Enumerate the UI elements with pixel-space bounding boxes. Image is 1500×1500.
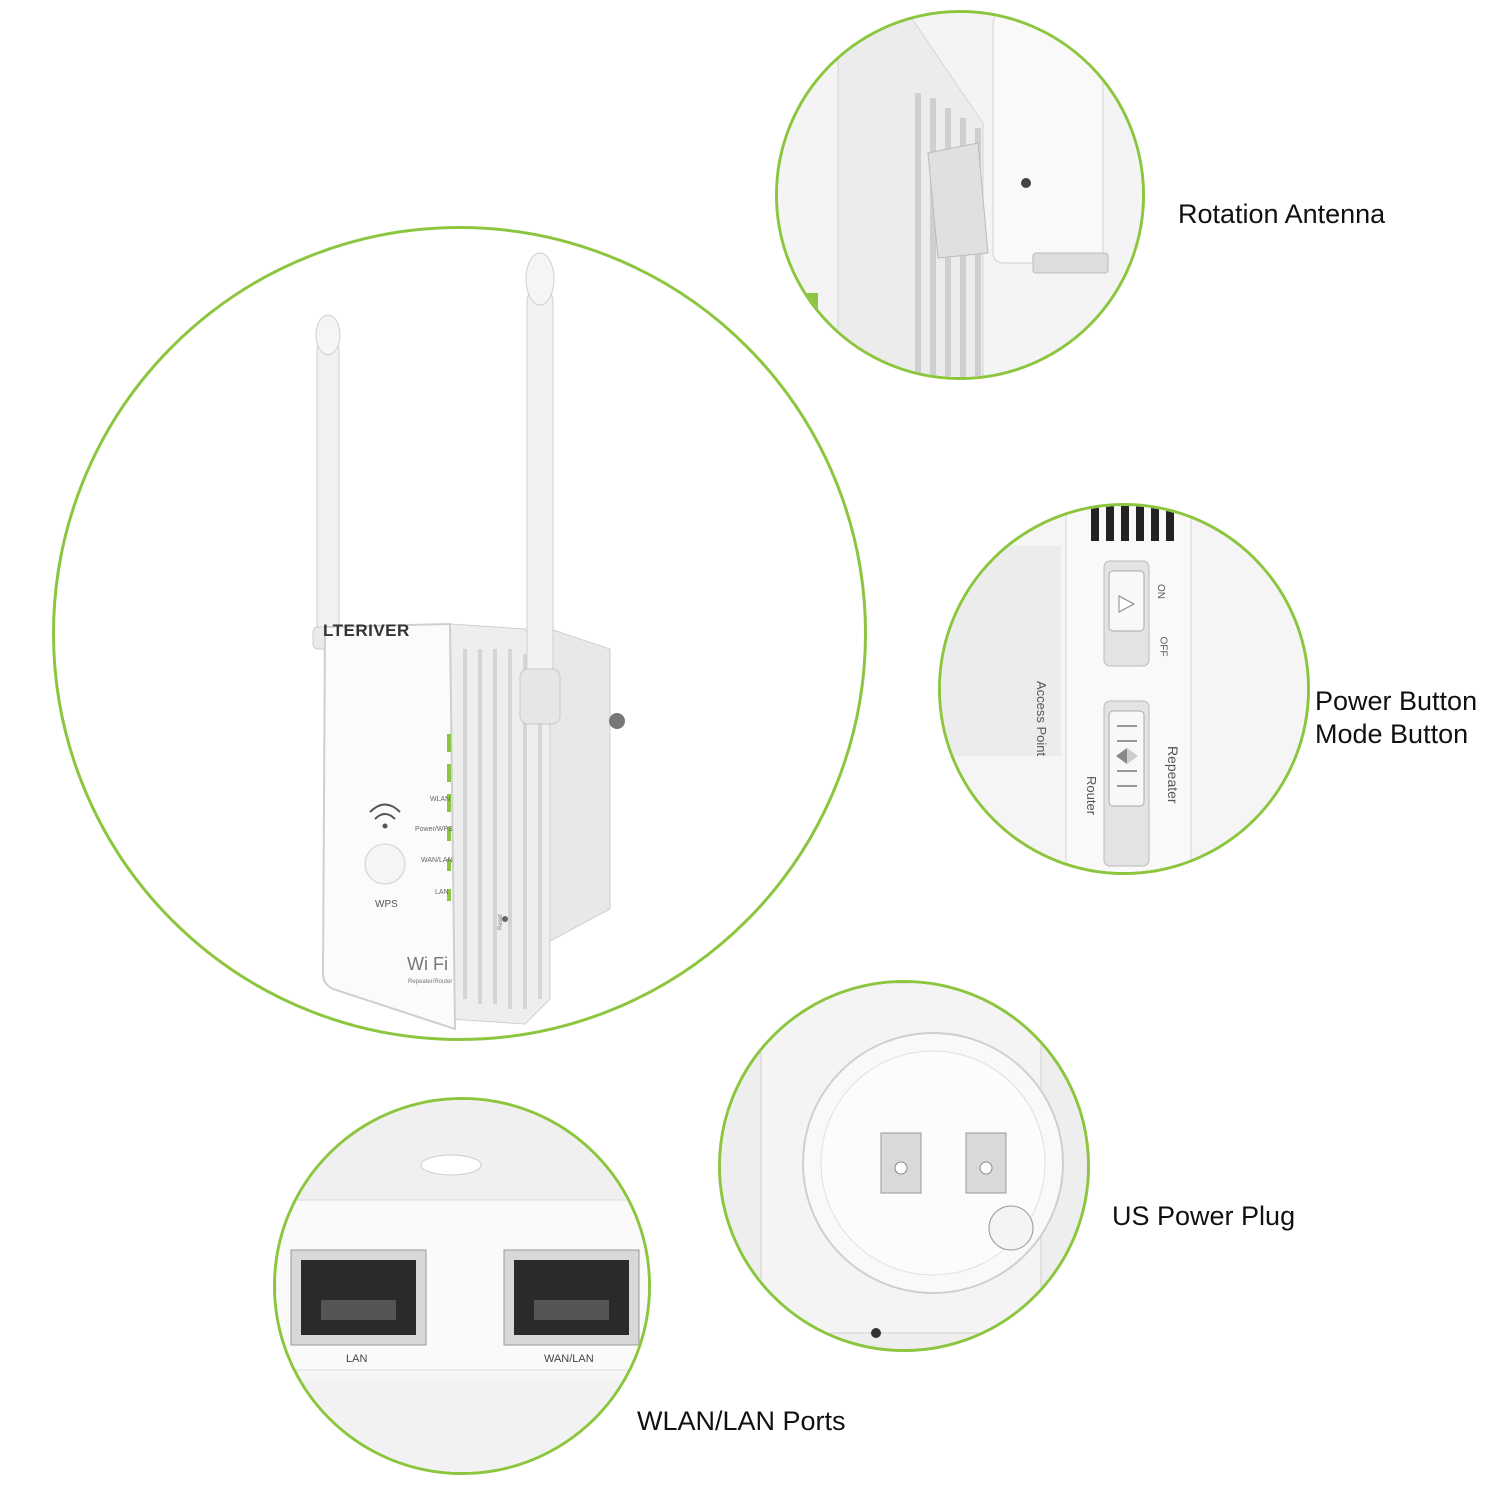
led-label-lan: LAN xyxy=(435,889,449,896)
wifi-logo: Wi Fi xyxy=(407,954,448,974)
antenna-hinge-icon xyxy=(927,142,989,259)
label-wlan-lan-ports: WLAN/LAN Ports xyxy=(637,1406,846,1436)
label-mode-button: Mode Button xyxy=(1315,719,1469,749)
router-label: Router xyxy=(1084,776,1099,816)
port-label-wan-lan: WAN/LAN xyxy=(544,1353,594,1365)
ports-closeup xyxy=(276,1100,648,1472)
brand-logo: LTERIVER xyxy=(323,621,410,640)
ports-circle: LAN WAN/LAN xyxy=(273,1097,651,1475)
wps-button-icon xyxy=(364,843,406,885)
led-label-wlan: WLAN xyxy=(430,796,451,803)
switch-circle: ON OFF Access Point Repeater Router xyxy=(938,503,1310,875)
antenna-closeup xyxy=(778,13,1142,377)
switch-off-label: OFF xyxy=(1157,636,1169,657)
repeater-label: Repeater xyxy=(1165,746,1181,804)
reset-label: Reset xyxy=(497,914,504,930)
label-power-button: Power Button xyxy=(1315,686,1478,716)
antenna-circle xyxy=(775,10,1145,380)
led-label-power-wps: Power/WPS xyxy=(415,826,453,833)
screw-icon xyxy=(609,713,625,729)
label-us-power-plug: US Power Plug xyxy=(1112,1201,1296,1231)
wifi-sub-label: Repeater/Router xyxy=(408,979,453,985)
plug-circle xyxy=(718,980,1090,1352)
switch-closeup xyxy=(941,506,1307,872)
main-device-circle: LTERIVER WLAN Power/WPS WAN/LAN LAN WPS … xyxy=(52,226,867,1041)
access-point-label: Access Point xyxy=(1034,681,1049,757)
port-label-lan: LAN xyxy=(346,1353,368,1365)
switch-on-label: ON xyxy=(1155,584,1166,599)
device-illustration xyxy=(312,252,625,1031)
label-rotation-antenna: Rotation Antenna xyxy=(1178,199,1386,229)
wps-label: WPS xyxy=(375,899,398,910)
plug-closeup xyxy=(721,983,1087,1349)
led-label-wan-lan: WAN/LAN xyxy=(421,857,453,864)
